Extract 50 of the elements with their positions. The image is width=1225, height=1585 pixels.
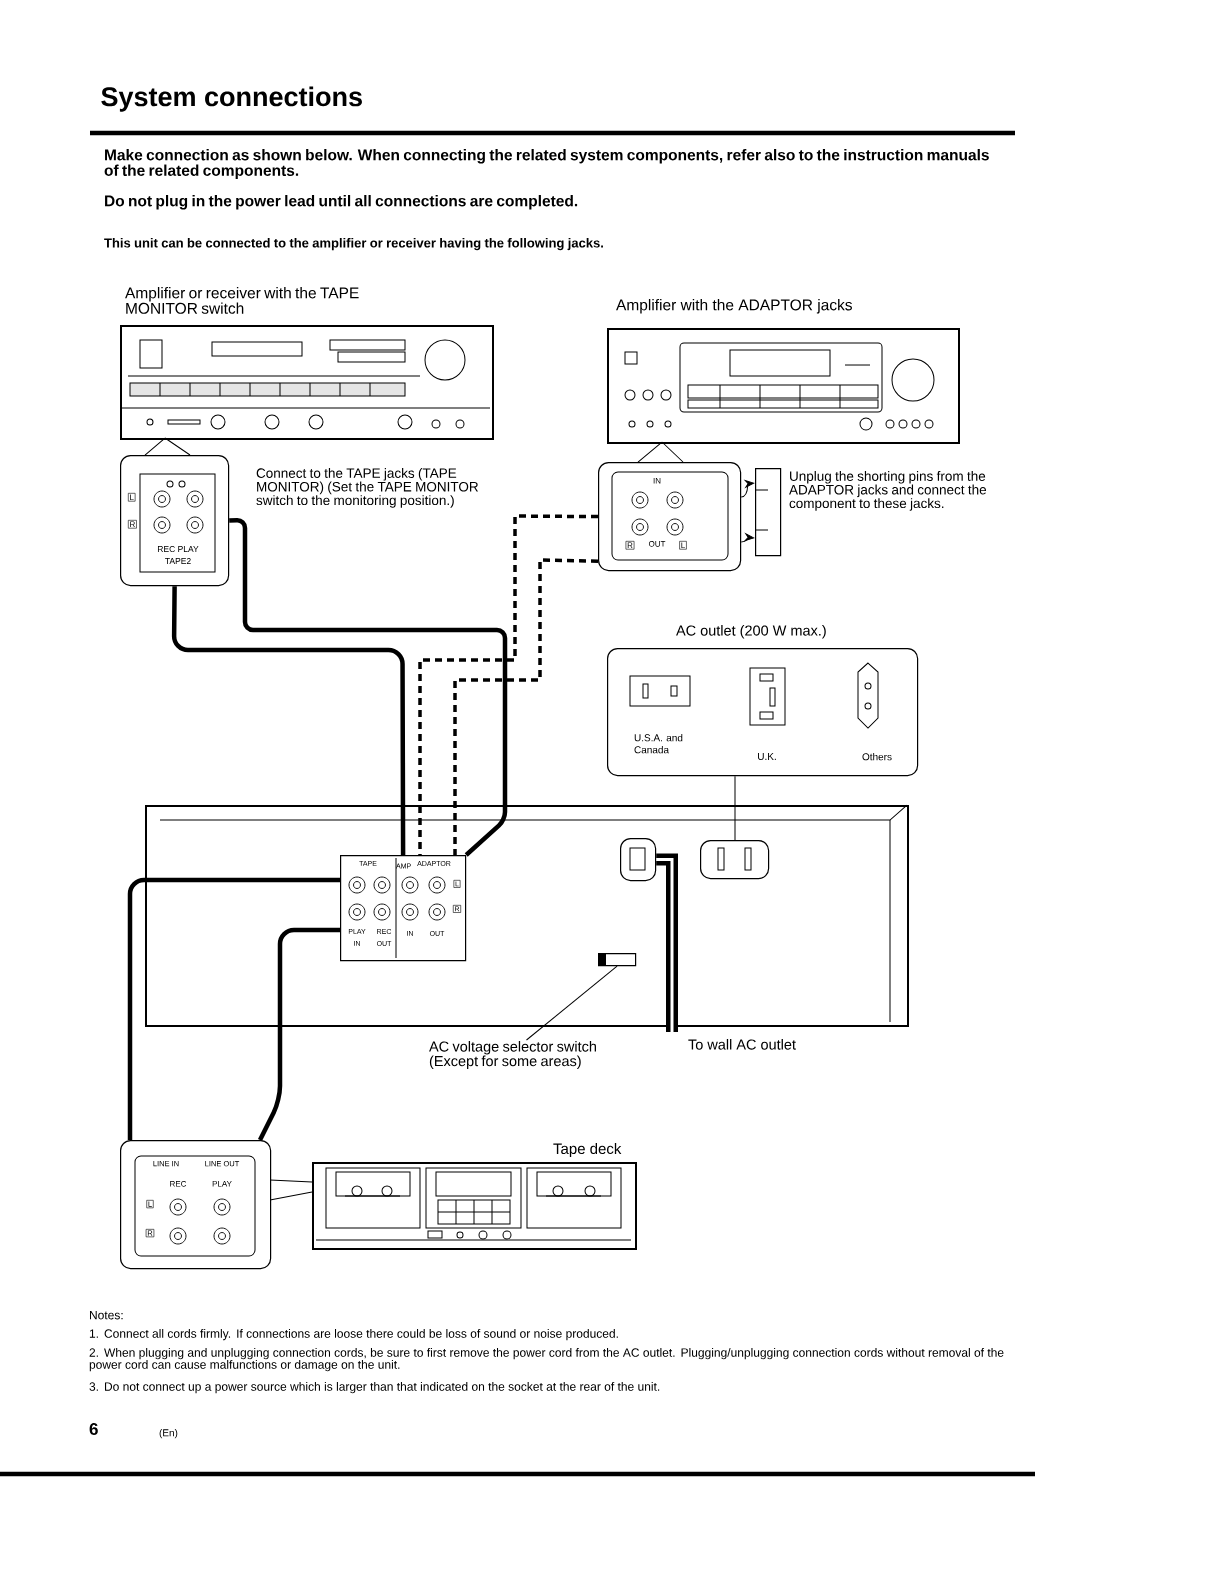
device-heading: Amplifier or receiver with the TAPE MONITOR switch	[125, 287, 359, 314]
arrow	[740, 480, 755, 498]
note-text: 3. Do not connect up a power source which is larger than that indicated on the socket at the rear of the unit.	[89, 1382, 660, 1394]
unit-rear-panel	[145, 804, 909, 1027]
power-inlet	[620, 838, 657, 882]
intro-text: Make connection as shown below. When connecting the related system components, refer also to the instruction manuals of the related components.	[104, 149, 989, 179]
note-text: 2. When plugging and unplugging connection cords, be sure to first remove the power cord from the AC outlet. Plugging/unplugging connection cords without removal of the power cord can cause malfunctions or damage on the unit.	[89, 1348, 1004, 1372]
intro-text: Do not plug in the power lead until all connections are completed.	[105, 195, 578, 210]
language-code: (En)	[159, 1429, 178, 1439]
leader-line	[526, 965, 618, 1041]
channel-label: R	[128, 520, 137, 529]
callout-pointer	[144, 437, 191, 456]
channel-label: R	[625, 541, 635, 550]
channel-label: L	[128, 493, 136, 502]
note-text: 1. Connect all cords firmly. If connections are loose there could be loss of sound or noise produced.	[89, 1329, 618, 1341]
instruction-text: Unplug the shorting pins from the ADAPTOR jacks and connect the component to these jacks.	[789, 471, 987, 511]
cable	[418, 514, 598, 855]
device-heading: Tape deck	[553, 1143, 622, 1157]
power-cord	[656, 853, 678, 1032]
jack-label: PLAY	[212, 1181, 232, 1187]
cable	[171, 586, 406, 855]
intro-text: This unit can be connected to the amplifier or receiver having the following jacks.	[104, 238, 603, 251]
ac-socket	[700, 840, 770, 880]
notes-heading: Notes:	[90, 1311, 123, 1320]
callout-pointer	[637, 441, 684, 463]
callout-pointer	[269, 1179, 313, 1201]
instruction-text: Connect to the TAPE jacks (TAPE MONITOR) (Set the TAPE MONITOR switch to the monitoring position.)	[256, 468, 478, 508]
cable	[229, 518, 508, 857]
cable	[127, 877, 340, 1140]
cable	[258, 927, 340, 1141]
jack-label: TAPE2	[165, 558, 191, 564]
cord-label: To wall AC outlet	[688, 1039, 796, 1050]
outlet-caption: U.S.A. and Canada	[634, 734, 683, 754]
jack-label: IN	[653, 478, 661, 484]
outlet-caption: U.K.	[758, 753, 776, 760]
page-title: System connections	[101, 86, 362, 112]
connector-line	[734, 775, 736, 841]
cable	[453, 558, 599, 855]
arrow	[740, 533, 755, 543]
jack-label: REC	[170, 1181, 187, 1187]
page-number: 6	[89, 1423, 98, 1436]
outlet-heading: AC outlet (200 W max.)	[676, 625, 826, 639]
selector-label: AC voltage selector switch (Except for some areas)	[429, 1041, 596, 1070]
outlet-caption: Others	[862, 753, 892, 761]
jack-label: OUT	[648, 541, 666, 547]
jack-label: REC PLAY	[158, 546, 199, 552]
channel-label: L	[679, 541, 687, 550]
device-heading: Amplifier with the ADAPTOR jacks	[616, 299, 852, 314]
selector-switch	[598, 953, 637, 967]
shorting-pins	[754, 468, 782, 557]
